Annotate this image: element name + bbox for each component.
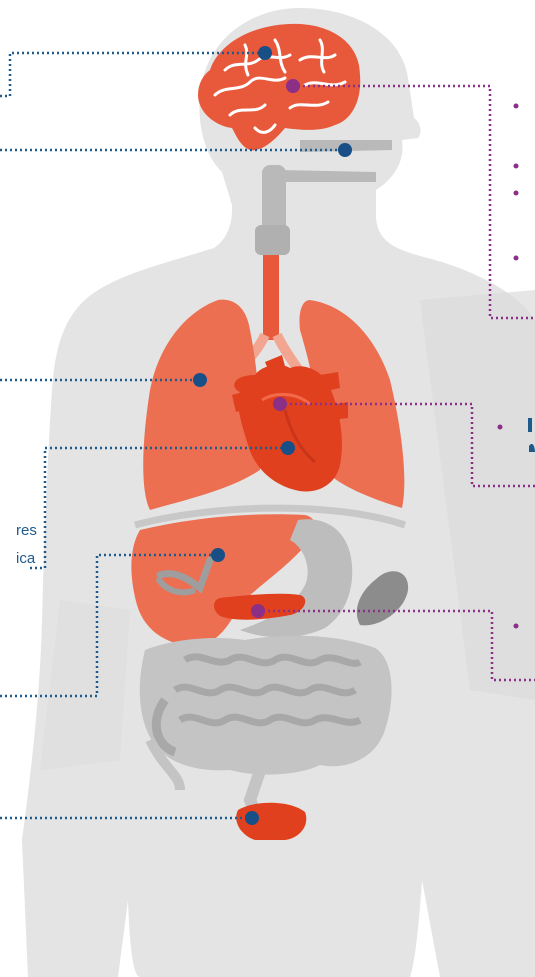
cropped-label-line2: ica	[16, 549, 35, 568]
blue-dot-icon	[258, 46, 272, 60]
blue-dot-icon	[211, 548, 225, 562]
cropped-label-line1: res	[16, 521, 37, 540]
bullet-icon	[514, 164, 519, 169]
blue-dot-icon	[338, 143, 352, 157]
purple-dot-icon	[273, 397, 287, 411]
blue-dot-icon	[245, 811, 259, 825]
blue-dot-icon	[281, 441, 295, 455]
bullet-icon	[514, 256, 519, 261]
bullet-icon	[498, 425, 503, 430]
bullet-icon	[514, 104, 519, 109]
bullet-icon	[514, 191, 519, 196]
purple-dot-icon	[251, 604, 265, 618]
bullet-icon	[514, 624, 519, 629]
purple-dot-icon	[286, 79, 300, 93]
blue-dot-icon	[193, 373, 207, 387]
